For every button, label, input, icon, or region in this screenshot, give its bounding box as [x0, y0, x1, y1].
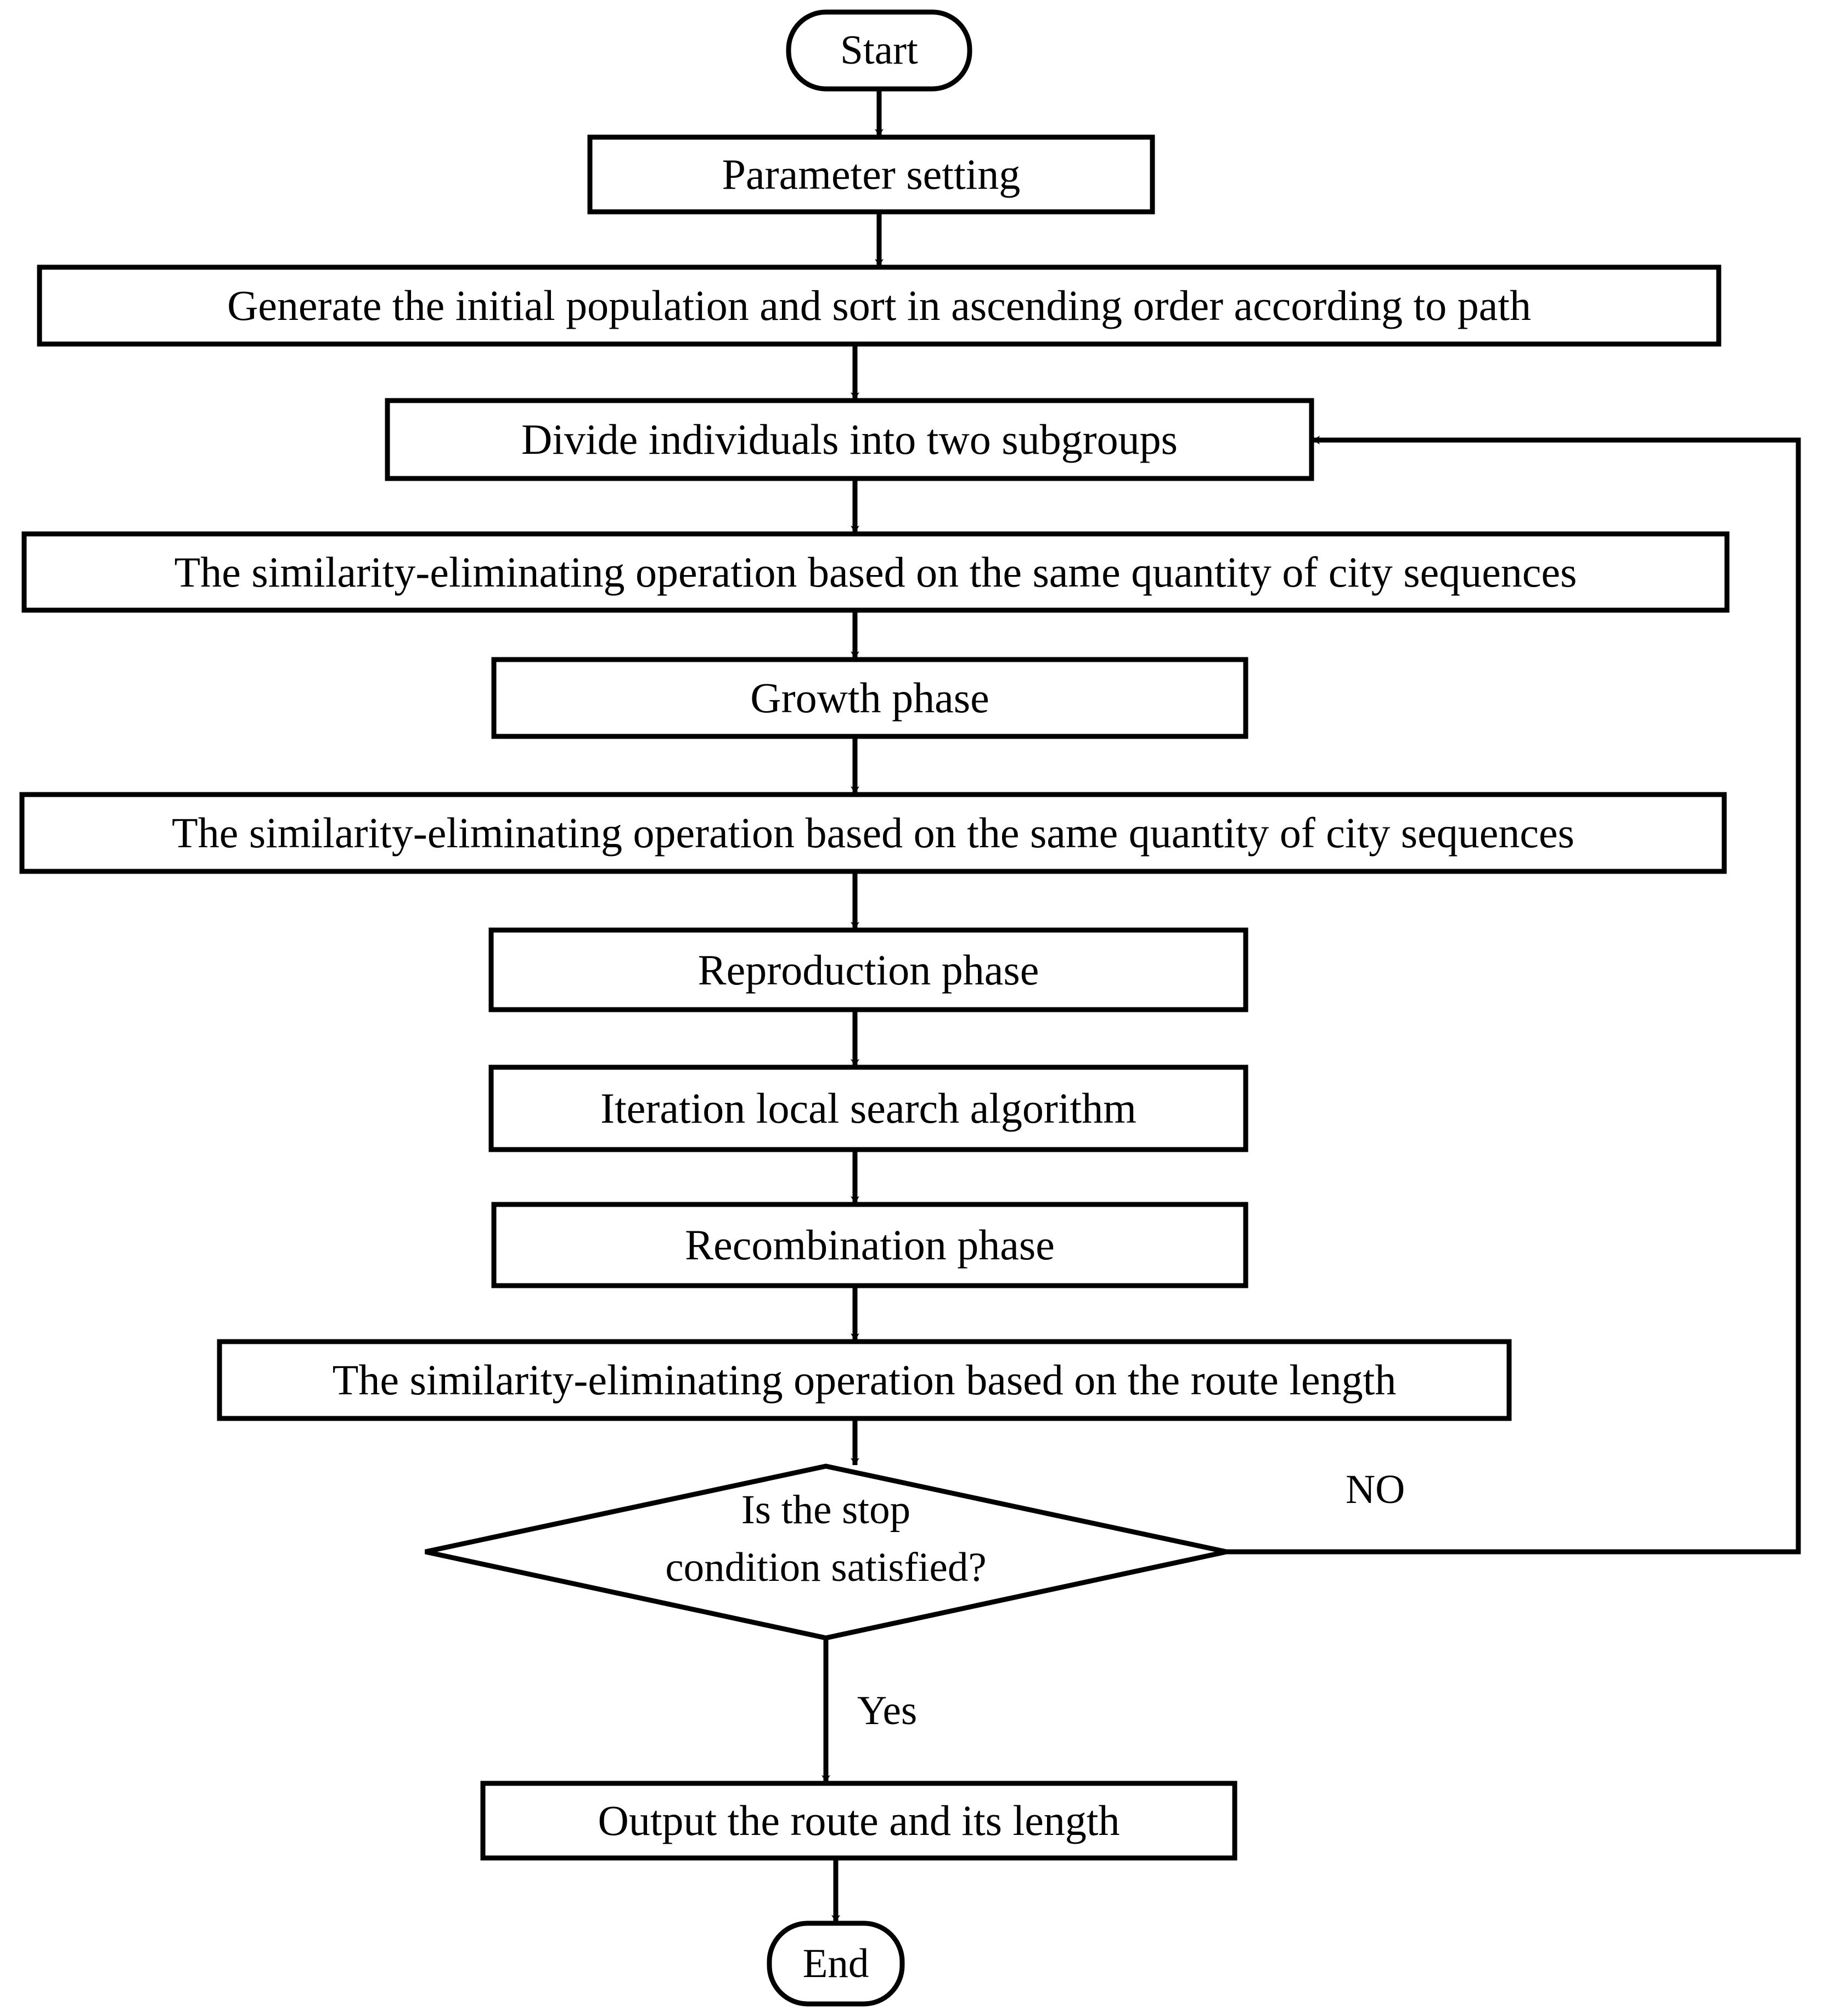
- node-reproduction-phase: [488, 927, 1248, 1012]
- node-growth-phase: [491, 657, 1248, 739]
- node-similarity-route-length: [217, 1339, 1512, 1421]
- node-similarity-city-2: [19, 792, 1727, 874]
- node-recombination-phase: [491, 1202, 1248, 1288]
- node-end: [767, 1921, 905, 2007]
- edge-decision-no-feedback: [1226, 436, 1801, 1555]
- node-similarity-city-1: [21, 531, 1730, 613]
- node-output-route: [480, 1781, 1237, 1861]
- node-stop-condition: [425, 1463, 1227, 1641]
- node-iteration-local-search: [488, 1065, 1248, 1152]
- node-start: [786, 9, 972, 92]
- node-parameter-setting: [587, 134, 1155, 215]
- node-divide-subgroups: [385, 398, 1314, 481]
- node-generate-population: [37, 264, 1721, 347]
